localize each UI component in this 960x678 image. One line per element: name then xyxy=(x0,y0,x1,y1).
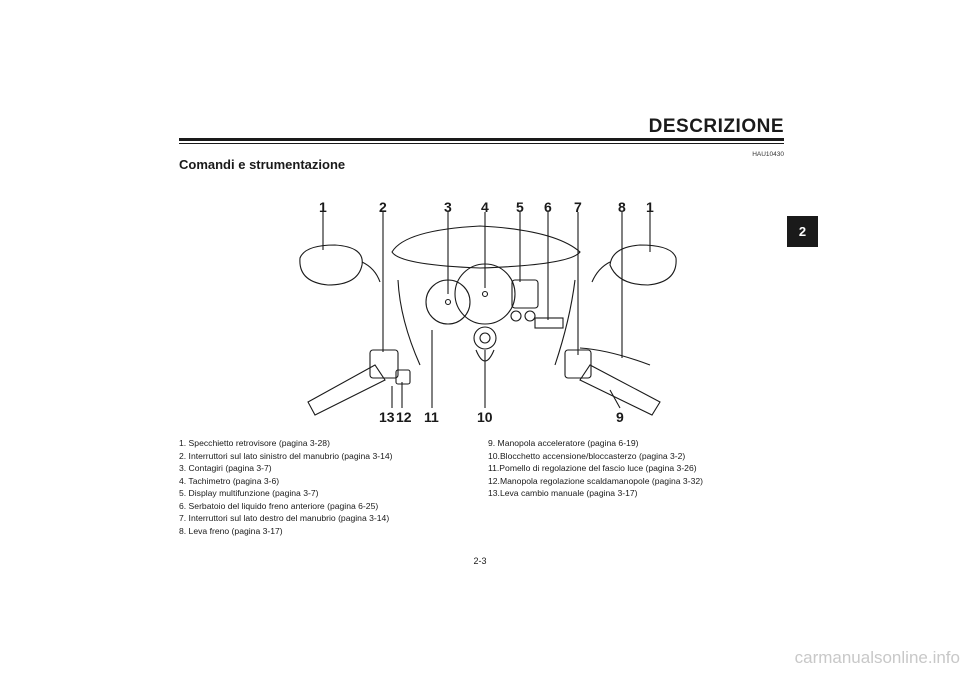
document-code: HAU10430 xyxy=(752,151,784,158)
callout-2: 2 xyxy=(379,199,387,215)
windscreen xyxy=(391,225,581,269)
legend-item: 4. Tachimetro (pagina 3-6) xyxy=(179,475,280,486)
callout-9: 9 xyxy=(616,409,624,425)
brake-lever xyxy=(579,347,651,366)
left-switch-housing xyxy=(369,349,399,379)
legend-item: 3. Contagiri (pagina 3-7) xyxy=(179,463,272,473)
callout-7: 7 xyxy=(574,199,582,215)
legend-item: 13.Leva cambio manuale (pagina 3-17) xyxy=(488,488,638,498)
legend-item: 8. Leva freno (pagina 3-17) xyxy=(179,525,283,536)
callout-5: 5 xyxy=(516,199,524,215)
legend-item: 6. Serbatoio del liquido freno anteriore… xyxy=(179,500,379,511)
legend-item: 7. Interruttori sul lato destro del manu… xyxy=(179,513,390,523)
callout-11: 11 xyxy=(424,409,439,425)
handlebar-diagram: 1 2 3 4 5 6 7 8 1 13 12 11 10 9 xyxy=(280,190,680,440)
legend-item: 10.Blocchetto accensione/bloccasterzo (p… xyxy=(488,450,686,461)
fairing-outline xyxy=(397,279,576,366)
right-mirror xyxy=(609,244,677,286)
section-title: DESCRIZIONE xyxy=(648,116,784,137)
legend-item: 11.Pomello di regolazione del fascio luc… xyxy=(488,463,697,473)
callout-1-left: 1 xyxy=(319,199,327,215)
callout-6: 6 xyxy=(544,199,552,215)
page-subtitle: Comandi e strumentazione xyxy=(179,157,346,172)
right-mirror-stem xyxy=(591,261,611,283)
legend-item: 9. Manopola acceleratore (pagina 6-19) xyxy=(488,438,639,448)
left-grip xyxy=(307,364,386,416)
legend-right-column: 9. Manopola acceleratore (pagina 6-19) 1… xyxy=(488,437,778,500)
callout-13: 13 xyxy=(379,409,395,425)
callout-10: 10 xyxy=(477,409,493,425)
legend-item: 1. Specchietto retrovisore (pagina 3-28) xyxy=(179,438,330,448)
left-mirror xyxy=(299,244,363,286)
chapter-tab[interactable]: 2 xyxy=(787,216,818,247)
right-grip xyxy=(579,364,661,416)
callout-1-right: 1 xyxy=(646,199,654,215)
handlebar-illustration: 1 2 3 4 5 6 7 8 1 13 12 11 10 9 xyxy=(299,199,677,425)
multifunction-display xyxy=(511,279,539,309)
brake-reservoir xyxy=(534,317,564,329)
ignition-switch xyxy=(473,326,497,350)
callout-3: 3 xyxy=(444,199,452,215)
callout-4: 4 xyxy=(481,199,489,215)
callout-8: 8 xyxy=(618,199,626,215)
header-rule-thin xyxy=(179,143,784,144)
header-rule-thick xyxy=(179,138,784,141)
left-mirror-stem xyxy=(361,261,381,283)
watermark: carmanualsonline.info xyxy=(794,648,960,667)
page-number: 2-3 xyxy=(473,556,487,566)
legend-item: 2. Interruttori sul lato sinistro del ma… xyxy=(179,450,393,461)
legend-item: 12.Manopola regolazione scaldamanopole (… xyxy=(488,475,703,486)
callout-12: 12 xyxy=(396,409,412,425)
legend-left-column: 1. Specchietto retrovisore (pagina 3-28)… xyxy=(179,437,479,537)
legend-item: 5. Display multifunzione (pagina 3-7) xyxy=(179,488,319,498)
